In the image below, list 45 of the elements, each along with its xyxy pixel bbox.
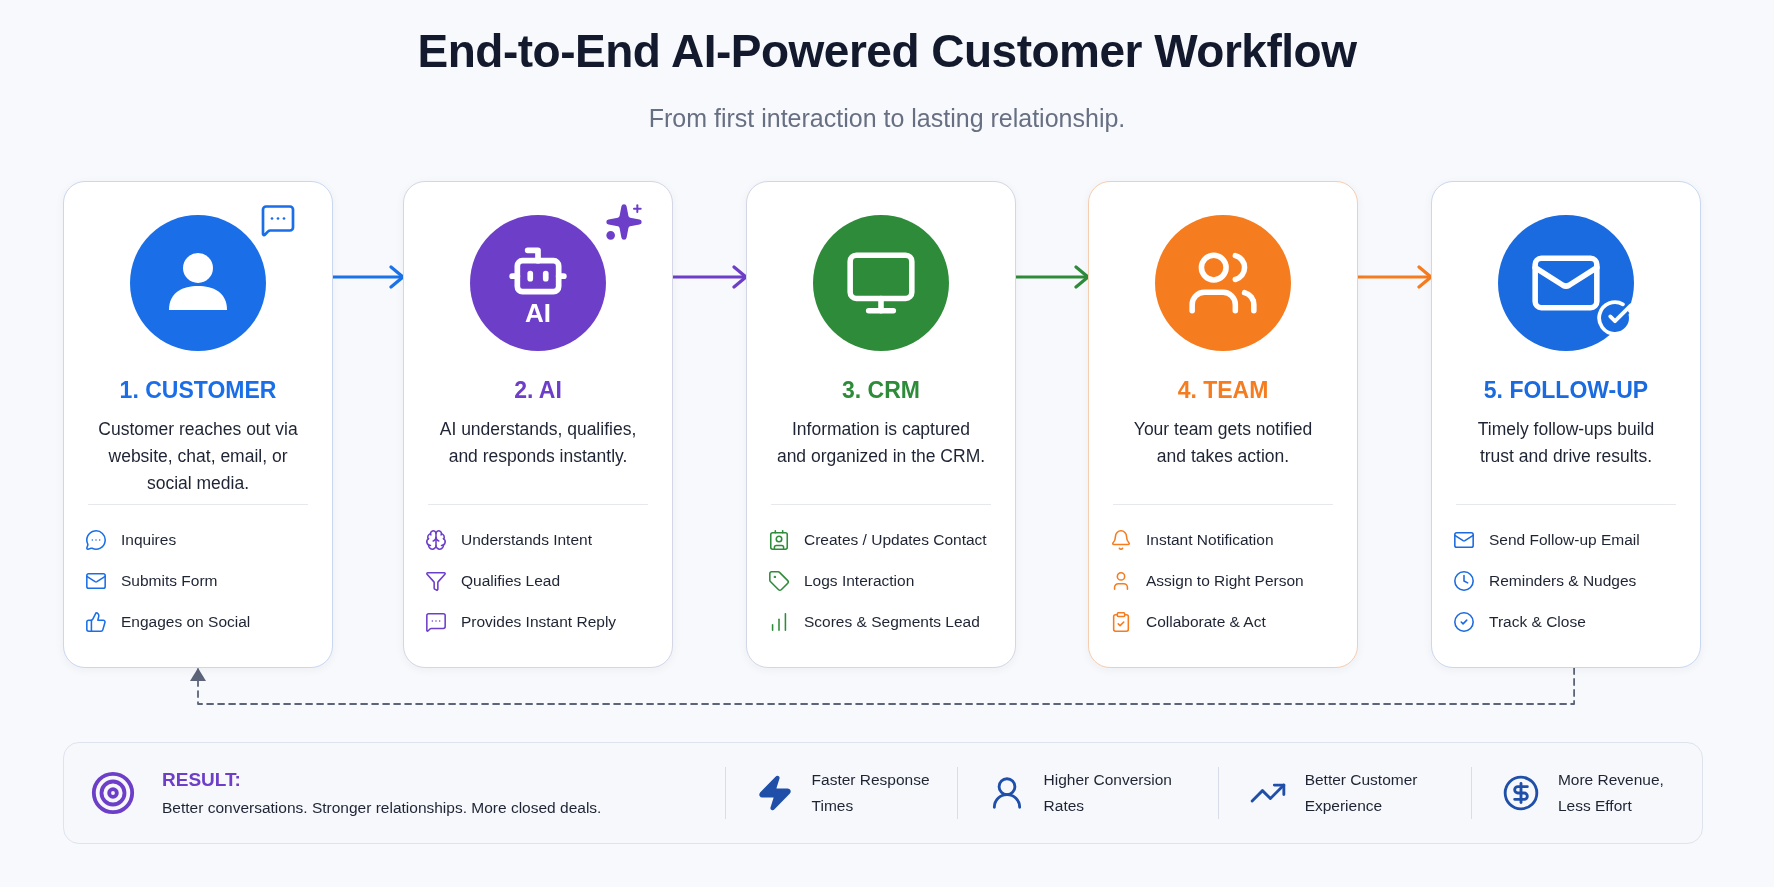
step-item: Scores & Segments Lead — [804, 612, 980, 631]
badge-text: AI — [525, 300, 551, 326]
step-description: Your team gets notified and takes action. — [1132, 418, 1314, 468]
dashed-return-arrow — [190, 667, 1575, 705]
step-item: Inquires — [121, 530, 177, 549]
step-item: Instant Notification — [1146, 530, 1274, 549]
step-item: Track & Close — [1489, 612, 1586, 631]
step-title: 4. TEAM — [1177, 377, 1269, 404]
step-item: Collaborate & Act — [1146, 612, 1266, 631]
step-description: Timely follow-ups build trust and drive results. — [1476, 418, 1656, 468]
step-item: Qualifies Lead — [461, 571, 561, 590]
step-item: Submits Form — [121, 571, 218, 590]
diagram-title: End-to-End AI-Powered Customer Workflow — [416, 24, 1358, 78]
step-item: Provides Instant Reply — [461, 612, 617, 631]
step-description: Customer reaches out via website, chat, email, or social media. — [97, 418, 299, 495]
benefit-text: More Revenue, Less Effort — [1557, 770, 1665, 816]
arrow — [1356, 265, 1433, 289]
step-card — [63, 181, 333, 668]
step-item: Understands Intent — [461, 530, 592, 549]
result-heading: RESULT: — [162, 769, 242, 791]
benefit-text: Faster Response Times — [811, 770, 931, 816]
step-item: Engages on Social — [121, 612, 251, 631]
step-item: Send Follow-up Email — [1489, 530, 1640, 549]
step-title: 5. FOLLOW-UP — [1483, 377, 1649, 404]
step-description: Information is captured and organized in the CRM. — [775, 418, 987, 468]
step-title: 2. AI — [514, 377, 562, 404]
diagram-subtitle: From first interaction to lasting relationship. — [647, 104, 1127, 133]
result-panel — [63, 742, 1703, 844]
step-item: Logs Interaction — [804, 571, 915, 590]
step-description: AI understands, qualifies, and responds instantly. — [438, 418, 638, 468]
step-title: 1. CUSTOMER — [119, 377, 277, 404]
arrow — [1014, 265, 1090, 289]
step-item: Assign to Right Person — [1146, 571, 1304, 590]
benefit-text: Higher Conversion Rates — [1043, 770, 1173, 816]
arrow — [331, 265, 405, 289]
benefit-text: Better Customer Experience — [1304, 770, 1419, 816]
arrow — [671, 265, 748, 289]
step-item: Reminders & Nudges — [1489, 571, 1637, 590]
step-card — [1088, 181, 1358, 668]
step-card — [746, 181, 1016, 668]
step-card — [1431, 181, 1701, 668]
step-item: Creates / Updates Contact — [804, 530, 987, 549]
result-text: Better conversations. Stronger relationships. More closed deals. — [162, 799, 603, 817]
step-title: 3. CRM — [842, 377, 920, 404]
step-card — [403, 181, 673, 668]
